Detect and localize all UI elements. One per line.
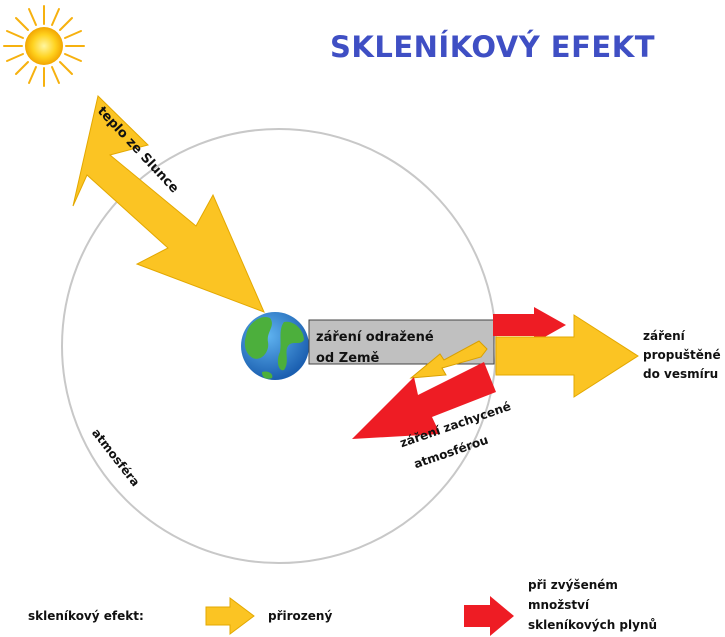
escaping-yellow-arrow — [495, 314, 639, 398]
reflected-back-arrow — [409, 340, 488, 379]
escaping-red-arrow — [493, 307, 566, 343]
legend-elevated-label: při zvýšeném množství skleníkových plynů — [528, 578, 658, 632]
legend-label: skleníkový efekt: — [28, 609, 144, 623]
passed-radiation-label: záření propuštěné do vesmíru — [643, 329, 721, 381]
sun-icon — [3, 5, 85, 87]
reflected-radiation-label: záření odražené od Země — [316, 330, 434, 366]
page-title: SKLENÍKOVÝ EFEKT — [330, 30, 655, 64]
legend-elevated-arrow — [464, 596, 514, 636]
earth-globe-icon — [241, 312, 309, 380]
legend-natural-label: přirozený — [268, 609, 333, 623]
sun-heat-arrow — [72, 95, 265, 313]
trapped-red-arrow — [352, 362, 496, 439]
legend-natural-arrow — [205, 597, 255, 635]
